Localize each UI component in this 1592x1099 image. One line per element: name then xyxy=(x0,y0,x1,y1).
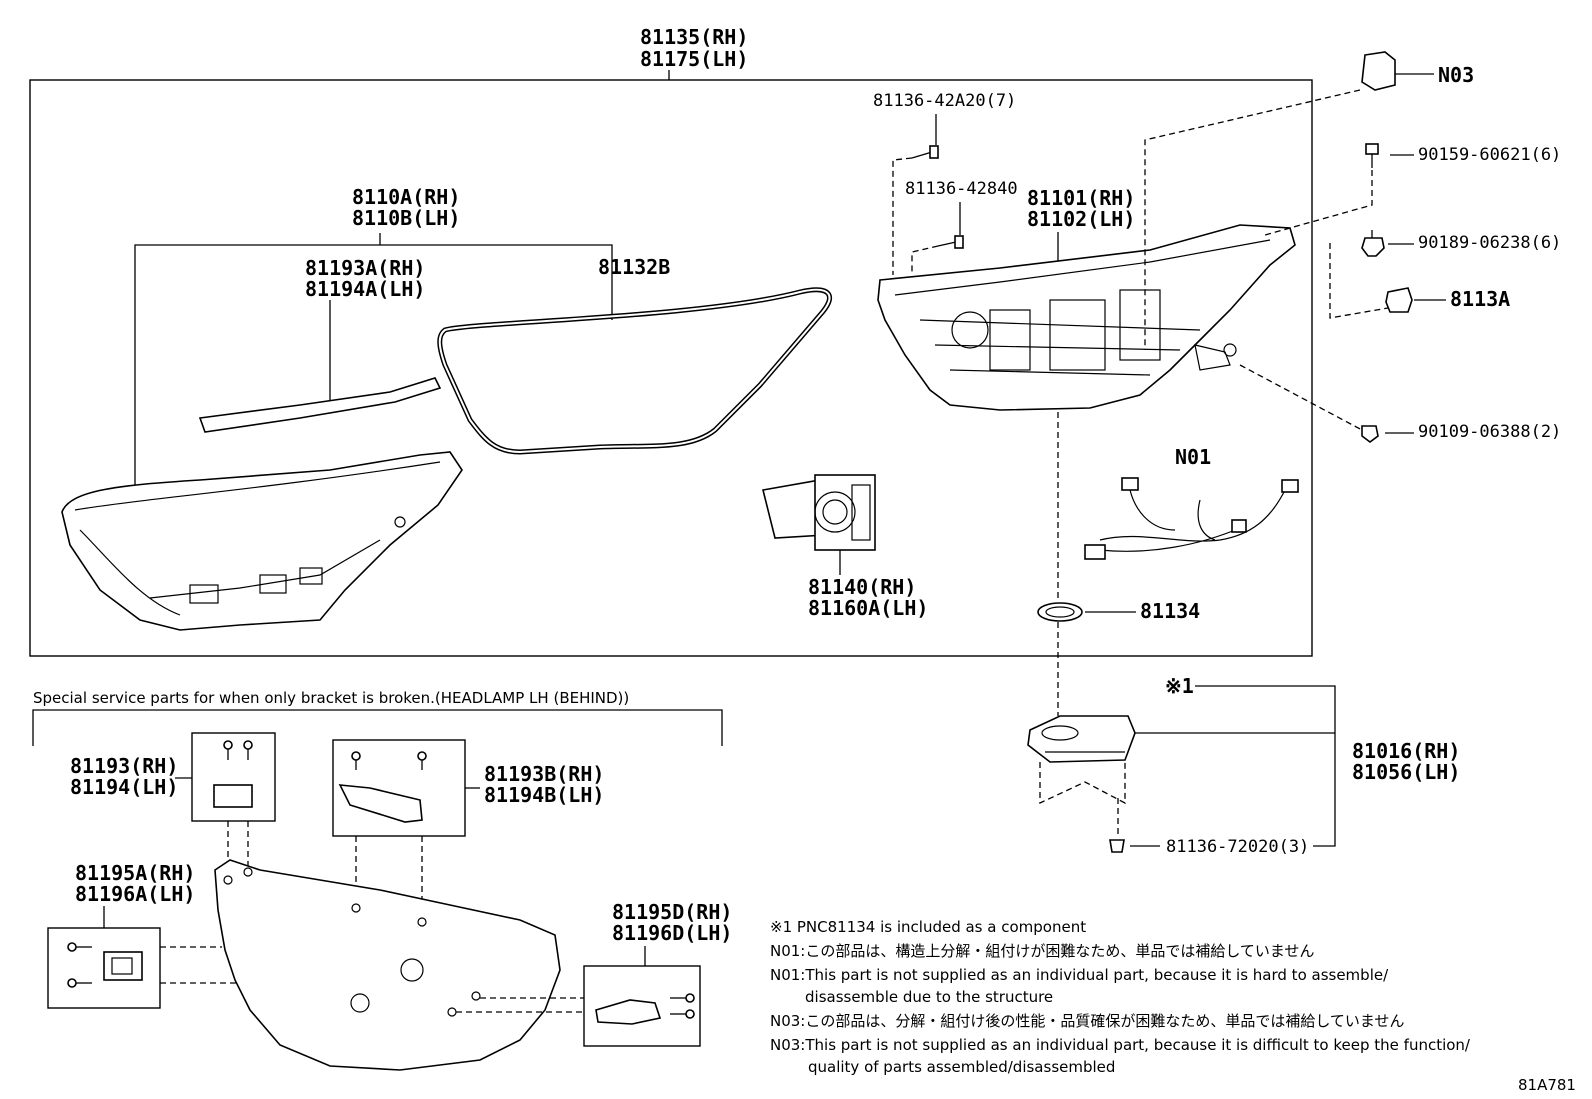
dash-90159 xyxy=(1264,170,1373,236)
label-81140: 81140(RH) xyxy=(808,575,916,599)
assembly-frame xyxy=(29,79,1313,657)
label-ref1: ※1 xyxy=(1165,674,1194,698)
special-service-title: Special service parts for when only brac… xyxy=(33,689,629,707)
label-90109: 90109-06388(2) xyxy=(1418,422,1561,442)
bracket-box-81195A xyxy=(47,927,161,1009)
label-81056: 81056(LH) xyxy=(1352,760,1460,784)
note-line-1: ※1 PNC81134 is included as a component xyxy=(770,918,1086,936)
dash-N03 xyxy=(1144,89,1361,350)
label-81175: 81175(LH) xyxy=(640,47,748,71)
label-81194: 81194(LH) xyxy=(70,775,178,799)
ring-icon xyxy=(1037,602,1083,622)
label-81194B: 81194B(LH) xyxy=(484,783,604,807)
label-N03: N03 xyxy=(1438,63,1474,87)
bracket-box-81193 xyxy=(191,732,276,822)
label-81132B: 81132B xyxy=(598,255,670,279)
label-81195A: 81195A(RH) xyxy=(75,861,195,885)
bracket-strip xyxy=(198,377,442,433)
screw-icon xyxy=(1361,425,1379,443)
headlamp-housing xyxy=(877,224,1296,411)
bracket-icon xyxy=(213,740,253,808)
connector-icon xyxy=(1361,51,1396,91)
note-line-4: disassemble due to the structure xyxy=(805,988,1053,1006)
dash-8113A xyxy=(1329,243,1389,319)
leader-8110A xyxy=(134,244,613,488)
projector-unit xyxy=(762,474,876,551)
label-81101: 81101(RH) xyxy=(1027,186,1135,210)
dash-42A20 xyxy=(892,157,913,275)
label-81193: 81193(RH) xyxy=(70,754,178,778)
note-line-5: N03:この部品は、分解・組付け後の性能・品質確保が困難なため、単品では補給して… xyxy=(770,1012,1404,1030)
dash-90109 xyxy=(1239,364,1363,431)
label-81136-42840: 81136-42840 xyxy=(905,179,1018,199)
special-service-bracket xyxy=(32,709,723,746)
figure-code: 81A781 xyxy=(1518,1076,1576,1094)
label-81193B: 81193B(RH) xyxy=(484,762,604,786)
screw-icon xyxy=(937,235,964,249)
label-81016: 81016(RH) xyxy=(1352,739,1460,763)
label-81194A: 81194A(LH) xyxy=(305,277,425,301)
label-8110A: 8110A(RH) xyxy=(352,185,460,209)
label-8113A: 8113A xyxy=(1450,287,1510,311)
label-81135: 81135(RH) xyxy=(640,25,748,49)
label-81196D: 81196D(LH) xyxy=(612,921,732,945)
label-81195D: 81195D(RH) xyxy=(612,900,732,924)
bracket-icon xyxy=(67,942,143,988)
label-81134: 81134 xyxy=(1140,599,1200,623)
note-line-2: N01:この部品は、構造上分解・組付けが困難なため、単品では補給していません xyxy=(770,942,1314,960)
headlamp-lens xyxy=(61,451,463,631)
label-81193A: 81193A(RH) xyxy=(305,256,425,280)
screw-icon xyxy=(911,145,939,159)
bracket-box-81195D xyxy=(583,965,701,1047)
dash-ballast xyxy=(1039,762,1126,805)
label-81136-42A20: 81136-42A20(7) xyxy=(873,91,1016,111)
note-line-6: N03:This part is not supplied as an indi… xyxy=(770,1036,1471,1054)
bolt-icon xyxy=(1365,143,1379,168)
leader-81016 xyxy=(1195,685,1336,847)
clip-icon xyxy=(1385,287,1413,313)
screw-icon xyxy=(1109,839,1125,853)
nut-icon xyxy=(1361,230,1385,257)
bracket-icon xyxy=(338,751,427,823)
dash-42840 xyxy=(911,245,939,275)
label-81136-72020: 81136-72020(3) xyxy=(1166,837,1309,857)
note-line-7: quality of parts assembled/disassembled xyxy=(808,1058,1115,1076)
label-81196A: 81196A(LH) xyxy=(75,882,195,906)
note-line-3: N01:This part is not supplied as an indi… xyxy=(770,966,1389,984)
label-90189: 90189-06238(6) xyxy=(1418,233,1561,253)
label-8110B: 8110B(LH) xyxy=(352,206,460,230)
ballast-unit xyxy=(1027,715,1136,763)
label-81160A: 81160A(LH) xyxy=(808,596,928,620)
bracket-icon xyxy=(595,993,695,1025)
label-N01: N01 xyxy=(1175,445,1211,469)
label-90159: 90159-60621(6) xyxy=(1418,145,1561,165)
label-81102: 81102(LH) xyxy=(1027,207,1135,231)
housing-rear-view xyxy=(214,859,561,1071)
wire-harness xyxy=(1084,477,1299,560)
